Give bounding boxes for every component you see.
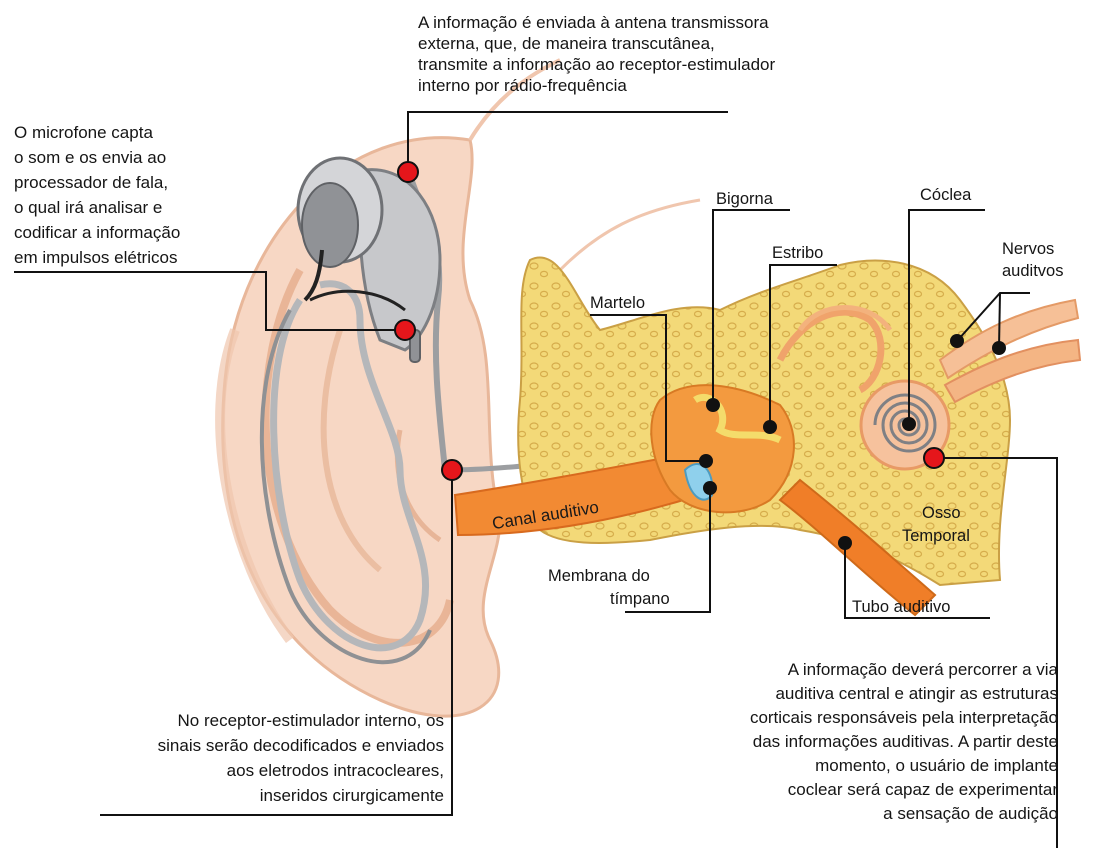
- dot-martelo: [699, 454, 713, 468]
- note-microphone: O microfone capta o som e os envia ao pr…: [14, 120, 180, 270]
- note-antenna-line: externa, que, de maneira transcutânea,: [418, 33, 775, 54]
- note-pathway-line: corticais responsáveis pela interpretaçã…: [750, 706, 1058, 730]
- label-tubo: Tubo auditivo: [852, 598, 950, 617]
- note-pathway-line: a sensação de audição: [750, 802, 1058, 826]
- label-membrana-2: tímpano: [610, 590, 670, 609]
- label-coclea: Cóclea: [920, 186, 971, 205]
- note-receiver-line: No receptor-estimulador interno, os: [158, 708, 444, 733]
- note-microphone-line: o som e os envia ao: [14, 145, 180, 170]
- middle-ear: [651, 385, 794, 512]
- label-osso-1: Osso: [922, 504, 961, 523]
- note-microphone-line: em impulsos elétricos: [14, 245, 180, 270]
- label-nervos-2: auditvos: [1002, 262, 1063, 281]
- dot-nervo-1: [950, 334, 964, 348]
- note-microphone-line: processador de fala,: [14, 170, 180, 195]
- dot-estribo: [763, 420, 777, 434]
- label-estribo: Estribo: [772, 244, 823, 263]
- label-membrana-1: Membrana do: [548, 567, 650, 586]
- note-pathway-line: coclear será capaz de experimentar: [750, 778, 1058, 802]
- note-pathway-line: A informação deverá percorrer a via: [750, 658, 1058, 682]
- note-receiver-line: sinais serão decodificados e enviados: [158, 733, 444, 758]
- note-pathway-line: auditiva central e atingir as estruturas: [750, 682, 1058, 706]
- note-receiver-line: aos eletrodos intracocleares,: [158, 758, 444, 783]
- marker-microphone: [395, 320, 415, 340]
- dot-bigorna: [706, 398, 720, 412]
- note-pathway: A informação deverá percorrer a via audi…: [750, 658, 1058, 826]
- label-martelo: Martelo: [590, 294, 645, 313]
- note-pathway-line: momento, o usuário de implante: [750, 754, 1058, 778]
- dot-tubo: [838, 536, 852, 550]
- note-antenna-line: transmite a informação ao receptor-estim…: [418, 54, 775, 75]
- label-bigorna: Bigorna: [716, 190, 773, 209]
- note-antenna-line: A informação é enviada à antena transmis…: [418, 12, 775, 33]
- note-antenna: A informação é enviada à antena transmis…: [418, 12, 775, 96]
- note-antenna-line: interno por rádio-frequência: [418, 75, 775, 96]
- dot-coclea: [902, 417, 916, 431]
- note-pathway-line: das informações auditivas. A partir dest…: [750, 730, 1058, 754]
- dot-nervo-2: [992, 341, 1006, 355]
- note-microphone-line: o qual irá analisar e: [14, 195, 180, 220]
- note-microphone-line: codificar a informação: [14, 220, 180, 245]
- marker-antenna: [398, 162, 418, 182]
- marker-electrode: [924, 448, 944, 468]
- dot-membrana: [703, 481, 717, 495]
- note-receiver-line: inseridos cirurgicamente: [158, 783, 444, 808]
- label-osso-2: Temporal: [902, 527, 970, 546]
- note-receiver: No receptor-estimulador interno, os sina…: [158, 708, 444, 808]
- note-microphone-line: O microfone capta: [14, 120, 180, 145]
- label-nervos-1: Nervos: [1002, 240, 1054, 259]
- marker-receiver: [442, 460, 462, 480]
